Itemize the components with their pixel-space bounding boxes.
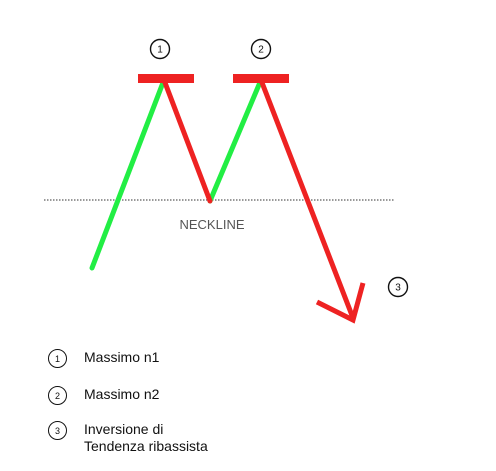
marker-3: 3 — [387, 276, 409, 298]
marker-1-number: 1 — [157, 45, 163, 56]
legend-label-3: Inversione di Tendenza ribassista — [84, 421, 208, 454]
marker-2-number: 2 — [258, 45, 264, 56]
legend-badge-3: 3 — [48, 421, 67, 440]
marker-3-number: 3 — [395, 283, 401, 294]
legend-item-3: 3 Inversione di Tendenza ribassista — [48, 421, 208, 455]
falling-leg-1 — [161, 77, 213, 204]
marker-2: 2 — [250, 38, 272, 60]
peak-bar-2 — [233, 74, 289, 83]
peak-bar-1 — [138, 74, 194, 83]
downtrend-arrowhead — [315, 282, 366, 324]
legend-label-2: Massimo n2 — [84, 386, 160, 402]
rising-leg-2 — [207, 77, 264, 204]
legend-item-1: 1 Massimo n1 — [48, 349, 159, 368]
falling-leg-2 — [258, 77, 356, 321]
marker-1: 1 — [149, 38, 171, 60]
legend-item-2: 2 Massimo n2 — [48, 386, 159, 405]
rising-leg-1 — [89, 77, 167, 271]
neckline-label: NECKLINE — [179, 217, 244, 232]
legend-label-1: Massimo n1 — [84, 349, 160, 365]
legend-badge-2: 2 — [48, 386, 67, 405]
legend-badge-1: 1 — [48, 349, 67, 368]
